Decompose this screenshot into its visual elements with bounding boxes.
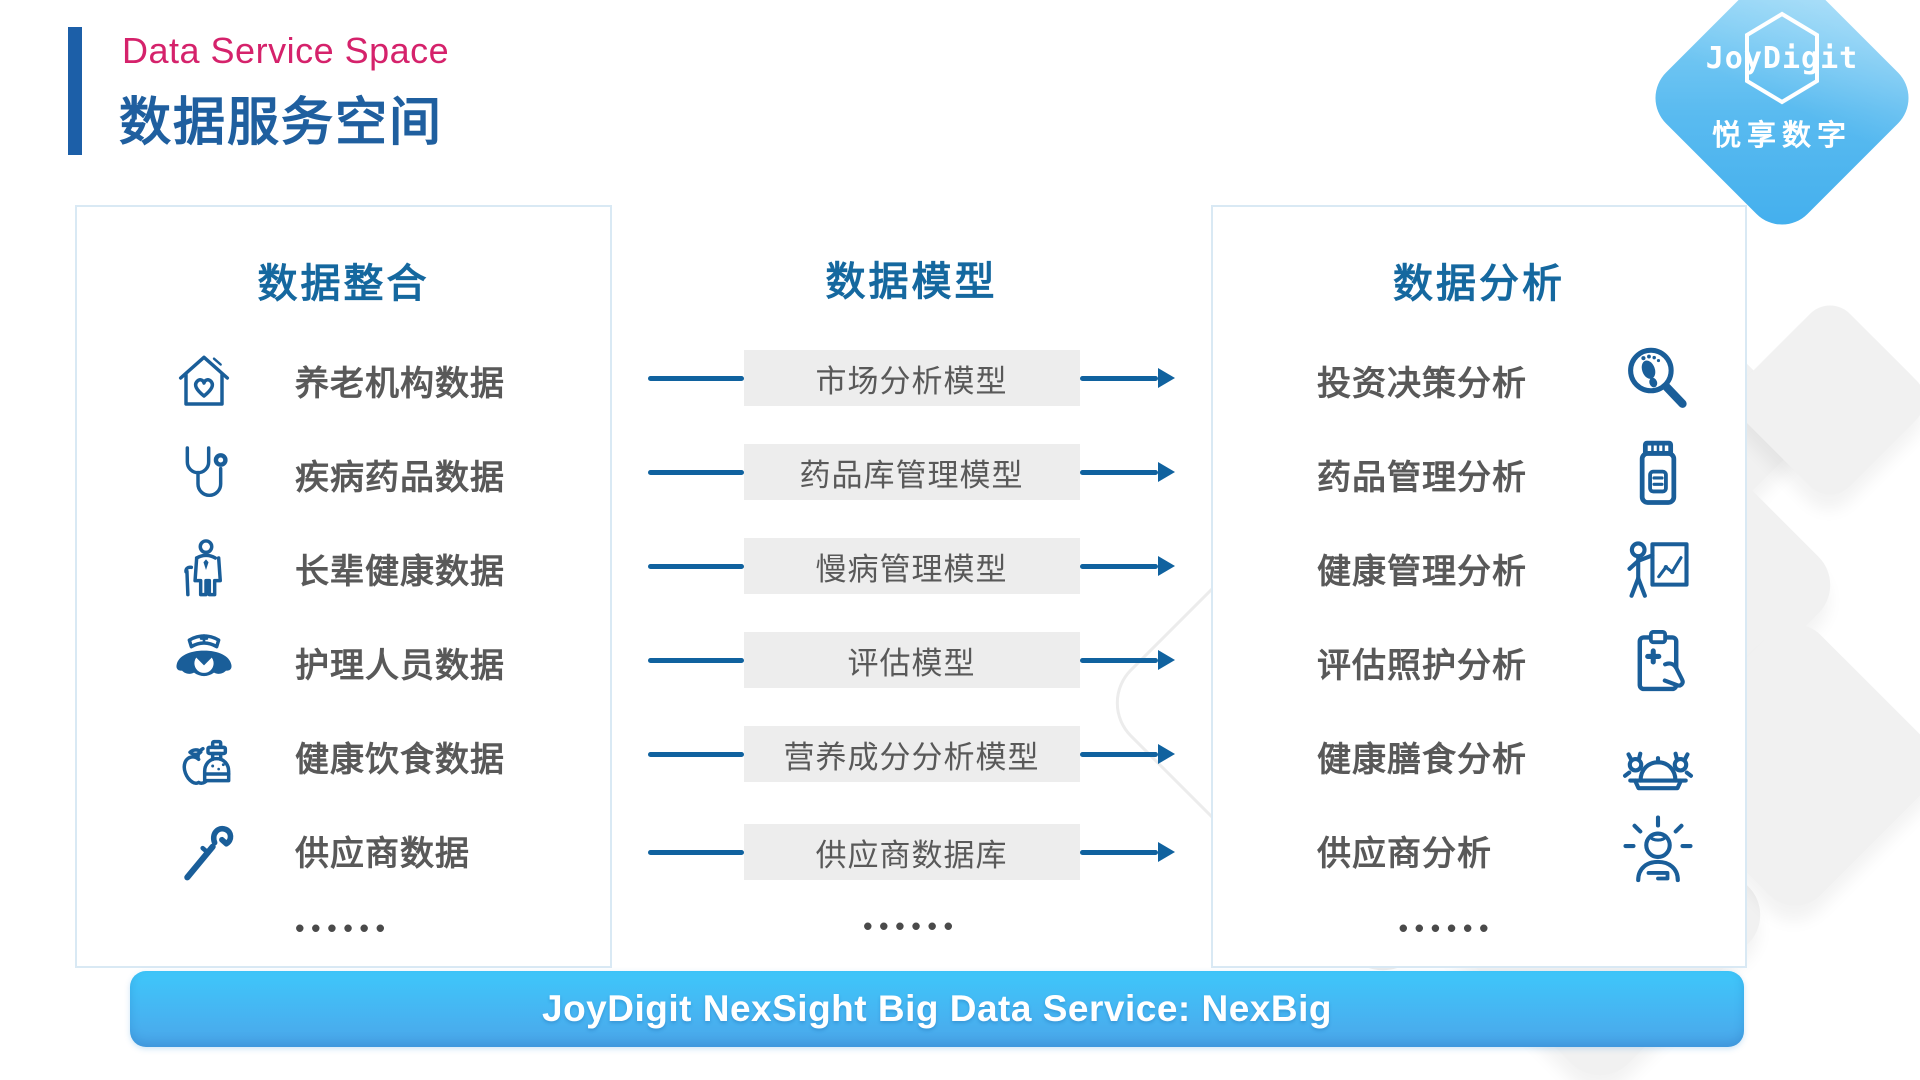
connector-line — [647, 469, 744, 475]
item-label: 养老机构数据 — [295, 364, 505, 403]
list-item: 供应商数据 — [77, 815, 610, 885]
list-item: 疾病药品数据 — [77, 439, 610, 509]
page-subtitle-en: Data Service Space — [122, 30, 450, 71]
model-row: 慢病管理模型 — [612, 531, 1211, 601]
logo-content: JoyDigit 悦享数字 — [1682, 0, 1882, 198]
joydigit-logo: JoyDigit 悦享数字 — [1640, 0, 1920, 240]
logo-brand-cn: 悦享数字 — [1711, 120, 1852, 152]
connector-line — [647, 563, 744, 569]
arrow-right-icon — [1079, 368, 1176, 388]
item-label: 健康饮食数据 — [295, 740, 505, 779]
item-label: 供应商分析 — [1317, 834, 1492, 873]
model-box: 慢病管理模型 — [743, 538, 1080, 594]
model-box: 市场分析模型 — [743, 350, 1080, 406]
item-label: 投资决策分析 — [1317, 364, 1527, 403]
logo-brand-text: JoyDigit — [1705, 40, 1859, 76]
ellipsis: •••••• — [863, 911, 960, 941]
column-data-models: 数据模型 市场分析模型 药品库管理模型 慢病管理模型 评估模型 营养成分分析模型 — [612, 205, 1211, 968]
item-label: 长辈健康数据 — [295, 552, 505, 591]
supplier-insight-icon — [1619, 811, 1697, 889]
panel-data-integration: 数据整合 养老机构数据 疾病药品数据 — [75, 205, 612, 968]
arrow-right-icon — [1079, 462, 1176, 482]
model-row: 供应商数据库 — [612, 817, 1211, 887]
connector-line — [647, 751, 744, 757]
stethoscope-icon — [171, 441, 237, 507]
item-label: 疾病药品数据 — [295, 458, 505, 497]
list-item: 评估照护分析 — [1213, 627, 1745, 697]
list-item: 健康饮食数据 — [77, 721, 610, 791]
footprint-magnifier-icon — [1619, 341, 1697, 419]
item-label: 供应商数据 — [295, 834, 470, 873]
list-item: 养老机构数据 — [77, 345, 610, 415]
item-label: 健康膳食分析 — [1317, 740, 1527, 779]
model-row: 市场分析模型 — [612, 343, 1211, 413]
list-item: 投资决策分析 — [1213, 345, 1745, 415]
hexagon-icon — [1745, 11, 1819, 105]
list-item: 健康膳食分析 — [1213, 721, 1745, 791]
model-row: 营养成分分析模型 — [612, 719, 1211, 789]
banner-text: JoyDigit NexSight Big Data Service: NexB… — [542, 988, 1332, 1029]
arrow-right-icon — [1079, 556, 1176, 576]
item-label: 评估照护分析 — [1317, 646, 1527, 685]
title-accent-bar — [68, 27, 82, 155]
arrow-right-icon — [1079, 650, 1176, 670]
nurse-icon — [171, 629, 237, 695]
house-heart-icon — [171, 347, 237, 413]
ellipsis: •••••• — [1398, 913, 1496, 943]
model-row: 评估模型 — [612, 625, 1211, 695]
column-title: 数据分析 — [1393, 262, 1565, 306]
column-title: 数据整合 — [257, 262, 430, 306]
list-item: 供应商分析 — [1213, 815, 1745, 885]
elder-person-icon — [171, 535, 237, 601]
care-clipboard-icon — [1619, 623, 1697, 701]
model-box: 评估模型 — [743, 632, 1080, 688]
column-title: 数据模型 — [825, 260, 998, 304]
connector-line — [647, 849, 744, 855]
list-item: 药品管理分析 — [1213, 439, 1745, 509]
list-item: 长辈健康数据 — [77, 533, 610, 603]
model-box: 营养成分分析模型 — [743, 726, 1080, 782]
banner: JoyDigit NexSight Big Data Service: NexB… — [130, 971, 1744, 1047]
list-item: 护理人员数据 — [77, 627, 610, 697]
item-label: 药品管理分析 — [1317, 458, 1527, 497]
item-label: 健康管理分析 — [1317, 552, 1527, 591]
item-label: 护理人员数据 — [295, 646, 505, 685]
model-box: 供应商数据库 — [743, 824, 1080, 880]
connector-line — [647, 375, 744, 381]
arrow-right-icon — [1079, 842, 1176, 862]
medicine-bottle-icon — [1619, 435, 1697, 513]
model-row: 药品库管理模型 — [612, 437, 1211, 507]
healthy-food-icon — [171, 723, 237, 789]
arrow-right-icon — [1079, 744, 1176, 764]
model-box: 药品库管理模型 — [743, 444, 1080, 500]
connector-line — [647, 657, 744, 663]
panel-data-analysis: 数据分析 投资决策分析 药品管理分析 — [1211, 205, 1747, 968]
list-item: 健康管理分析 — [1213, 533, 1745, 603]
page-title: 数据服务空间 — [119, 94, 444, 152]
wrench-icon — [171, 817, 237, 883]
healthy-meal-icon — [1619, 717, 1697, 795]
health-chart-person-icon — [1619, 529, 1697, 607]
ellipsis: •••••• — [295, 913, 392, 943]
